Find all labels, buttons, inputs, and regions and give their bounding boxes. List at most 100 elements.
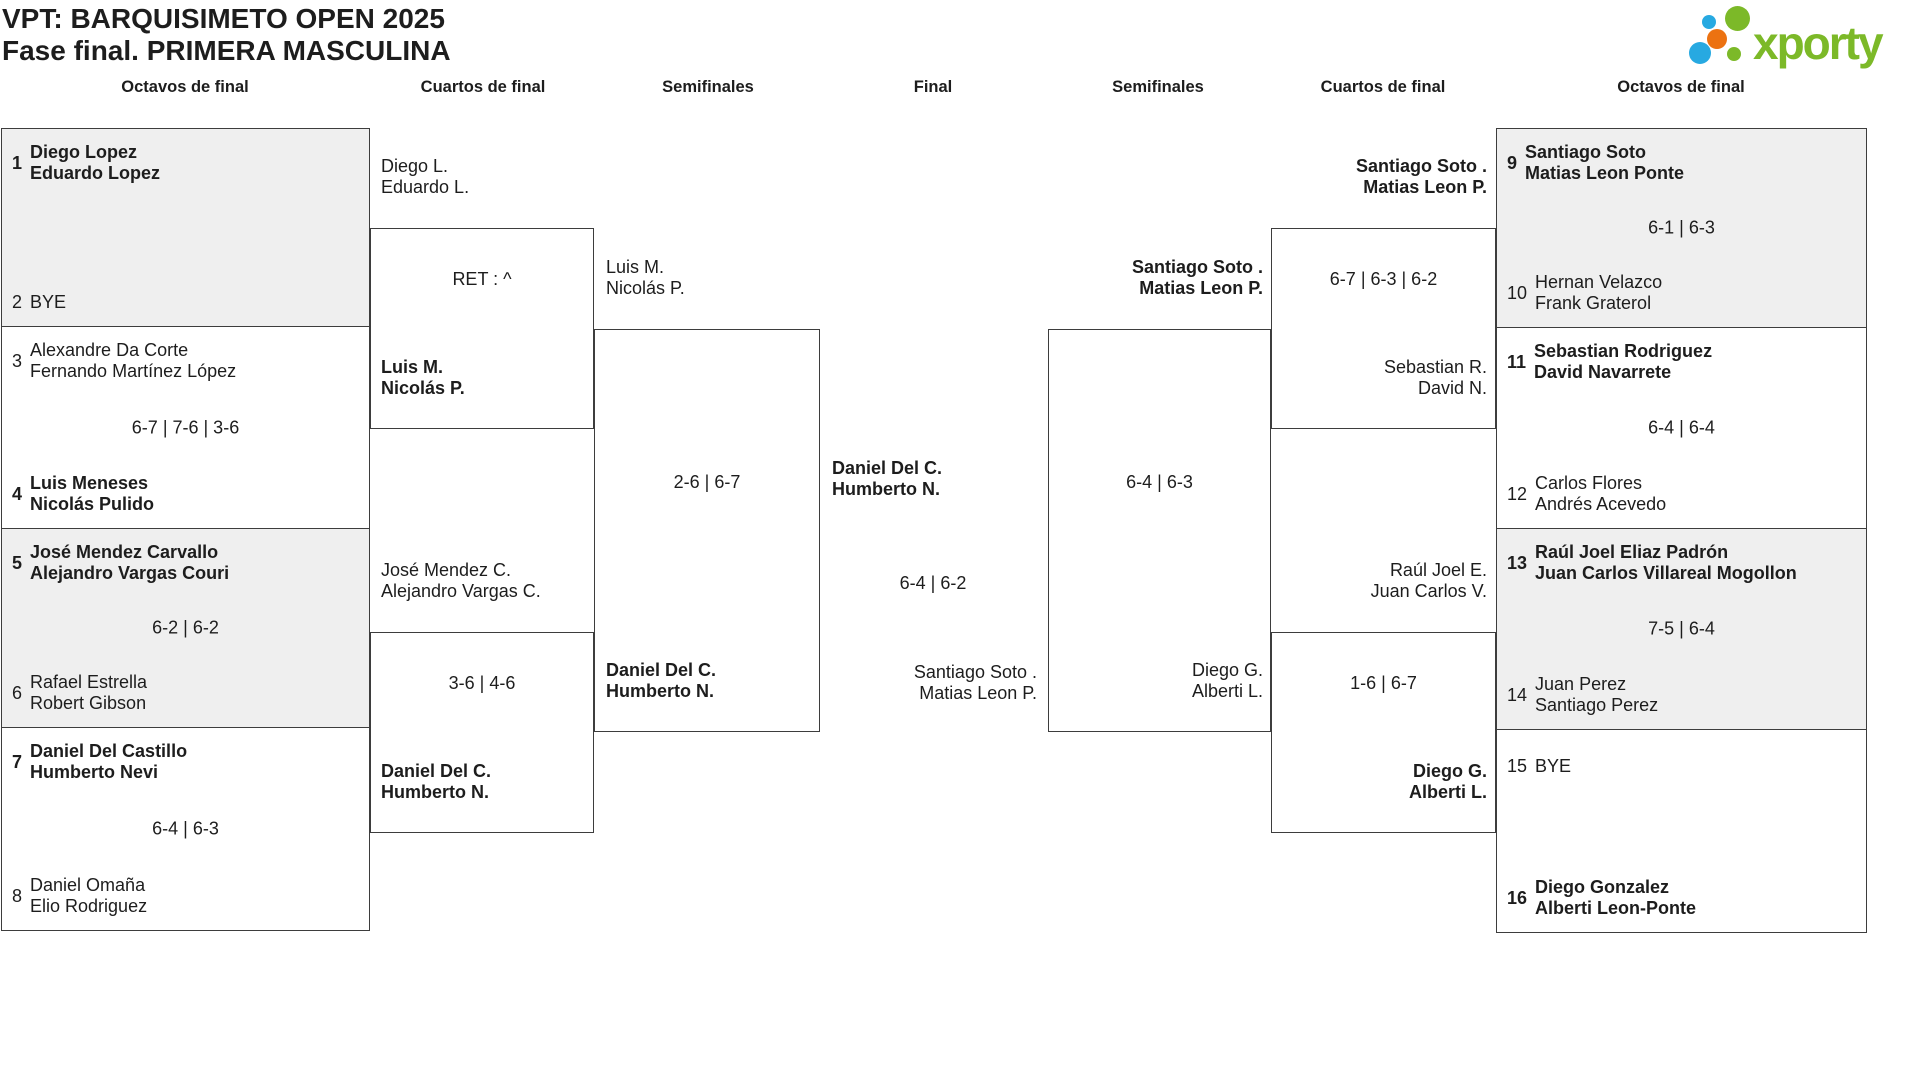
logo-dot-green-small — [1727, 47, 1741, 61]
team-row: 2 BYE — [2, 292, 369, 313]
qf-right-bottom-team1: Raúl Joel E.Juan Carlos V. — [1370, 560, 1487, 601]
qf-left-top-score: RET : ^ — [452, 269, 512, 289]
logo-dot-orange — [1707, 29, 1727, 49]
seed-number: 6 — [12, 682, 23, 703]
qf-left-bottom-score: 3-6 | 4-6 — [448, 673, 516, 693]
qf-right-top-box[interactable] — [1271, 228, 1496, 429]
page-title: VPT: BARQUISIMETO OPEN 2025 Fase final. … — [2, 3, 451, 67]
seed-number: 16 — [1507, 887, 1528, 908]
sf-right-box[interactable] — [1048, 329, 1271, 732]
seed-number: 3 — [12, 350, 23, 371]
round-header-octavos-left: Octavos de final — [121, 78, 249, 96]
qf-left-bottom-team1: José Mendez C.Alejandro Vargas C. — [381, 560, 541, 601]
qf-left-top-box[interactable] — [370, 228, 594, 429]
seed-number: 4 — [12, 483, 23, 504]
tournament-name: VPT: BARQUISIMETO OPEN 2025 — [2, 3, 445, 34]
phase-category: Fase final. PRIMERA MASCULINA — [2, 35, 451, 66]
seed-number: 9 — [1507, 152, 1518, 173]
team-names: BYE — [30, 292, 67, 312]
match-score: 6-4 | 6-3 — [152, 818, 219, 839]
final-team2: Santiago Soto .Matias Leon P. — [913, 662, 1037, 703]
sf-left-box[interactable] — [594, 329, 820, 732]
match-score: 6-7 | 7-6 | 3-6 — [131, 417, 240, 437]
round-header-final: Final — [913, 78, 953, 96]
match-score: 6-4 | 6-4 — [1648, 417, 1715, 438]
sf-left-winner: Daniel Del C.Humberto N. — [606, 660, 717, 701]
logo-dot-blue-small — [1702, 15, 1716, 29]
final-team1: Daniel Del C.Humberto N. — [832, 458, 943, 499]
round-header-semis-right: Semifinales — [1112, 78, 1204, 96]
seed-number: 2 — [12, 292, 23, 312]
final-score: 6-4 | 6-2 — [899, 573, 967, 593]
match-score: 6-1 | 6-3 — [1648, 217, 1715, 238]
seed-number: 5 — [12, 552, 23, 573]
qf-left-bottom-box[interactable] — [370, 632, 594, 833]
qf-left-top-winner: Luis M.Nicolás P. — [381, 357, 465, 398]
round-header-semis-left: Semifinales — [662, 78, 754, 96]
qf-left-bottom-winner: Daniel Del C.Humberto N. — [381, 761, 492, 802]
round-header-cuartos-left: Cuartos de final — [420, 78, 546, 96]
sf-right-winner: Santiago Soto .Matias Leon P. — [1131, 257, 1263, 298]
seed-number: 10 — [1507, 282, 1528, 303]
logo-dot-green-big — [1725, 6, 1750, 31]
seed-number: 1 — [12, 152, 23, 173]
seed-number: 7 — [12, 751, 23, 772]
seed-number: 11 — [1507, 351, 1527, 372]
round-header-cuartos-right: Cuartos de final — [1320, 78, 1446, 96]
qf-right-bottom-box[interactable] — [1271, 632, 1496, 833]
seed-number: 13 — [1507, 552, 1528, 573]
match-score: 7-5 | 6-4 — [1648, 618, 1715, 639]
qf-right-top-score: 6-7 | 6-3 | 6-2 — [1329, 269, 1438, 289]
qf-right-top-team1: Santiago Soto .Matias Leon P. — [1355, 156, 1487, 197]
qf-right-top-team2: Sebastian R.David N. — [1383, 357, 1487, 398]
qf-right-bottom-winner: Diego G.Alberti L. — [1408, 761, 1487, 802]
xporty-logo[interactable]: xporty — [1686, 4, 1916, 70]
sf-left-score: 2-6 | 6-7 — [673, 472, 741, 492]
qf-right-bottom-score: 1-6 | 6-7 — [1350, 673, 1417, 693]
sf-left-team1: Luis M.Nicolás P. — [606, 257, 685, 298]
team-names: BYE — [1535, 756, 1572, 776]
match-score: 6-2 | 6-2 — [152, 617, 219, 638]
logo-dot-blue-big — [1689, 42, 1711, 64]
seed-number: 8 — [12, 885, 23, 906]
round-header-octavos-right: Octavos de final — [1617, 78, 1745, 96]
seed-number: 12 — [1507, 483, 1528, 504]
seed-number: 15 — [1507, 756, 1528, 776]
logo-wordmark: xporty — [1753, 17, 1884, 69]
sf-right-score: 6-4 | 6-3 — [1126, 472, 1193, 492]
